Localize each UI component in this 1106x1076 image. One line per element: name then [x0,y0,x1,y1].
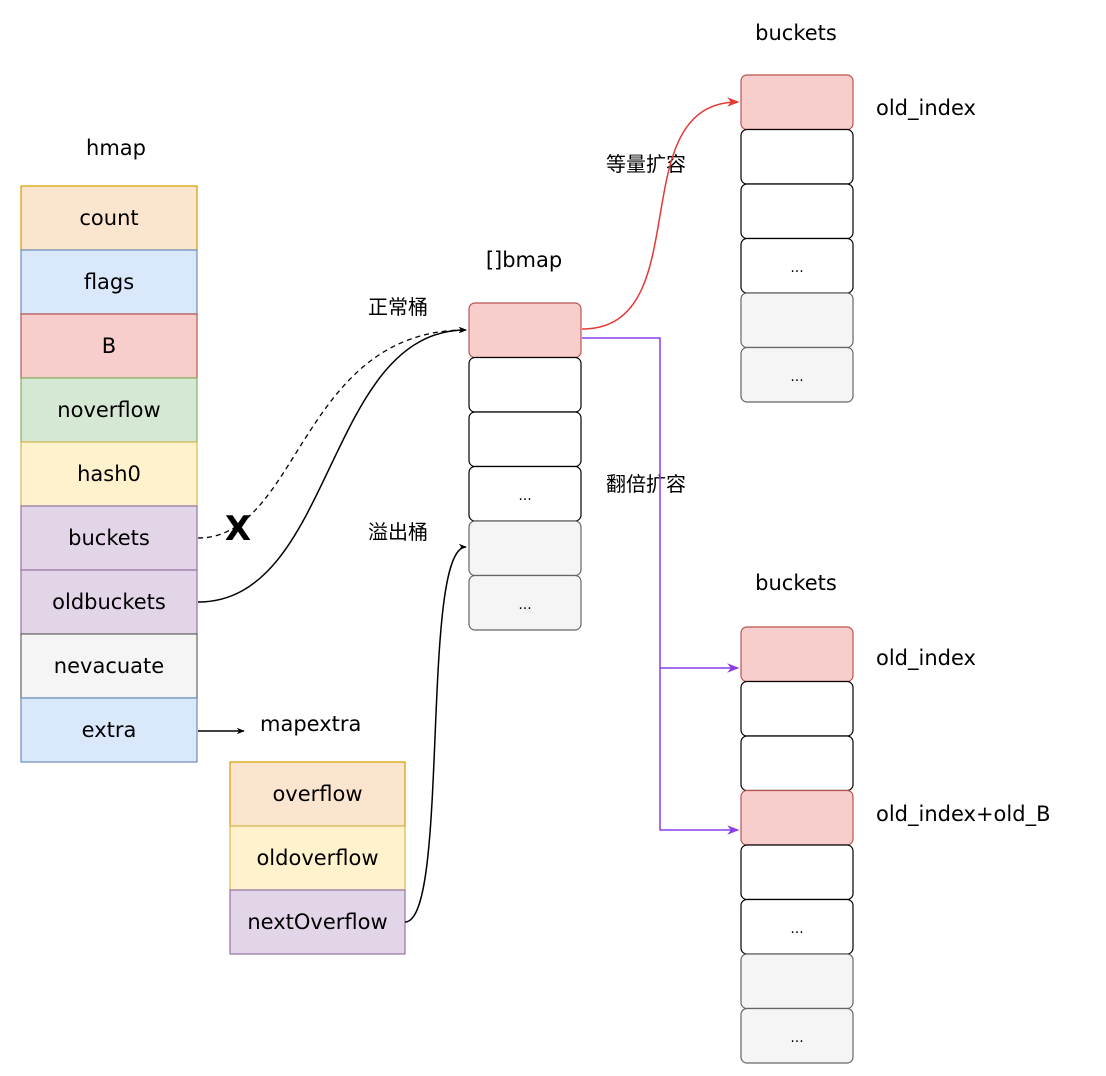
mapextra-field-oldoverflow-label: oldoverflow [256,846,378,870]
buckets-bottom-cell-1 [740,680,854,737]
bmap-cell-2 [468,411,582,468]
buckets-top-annotation-old-index: old_index [876,96,976,121]
hmap-field-noverflow-label: noverflow [57,398,160,422]
overflow-bucket-label: 溢出桶 [368,520,428,544]
buckets-bottom-cell-2 [740,735,854,792]
bmap-cell-5-label: ... [518,597,531,613]
mapextra-field-oldoverflow-box [229,825,406,891]
bmap-cell-3-label: ... [518,488,531,504]
mapextra-title: mapextra [260,712,361,736]
hmap-field-nevacuate-box [20,633,198,699]
same-size-grow-label: 等量扩容 [606,152,686,176]
buckets-bottom-annotation-old-index-plus-old-b: old_index+old_B [876,802,1050,827]
hmap-field-nevacuate-label: nevacuate [54,654,164,678]
buckets-to-bmap-dashed-arrow [197,326,467,539]
same-size-grow-arrow [581,97,740,330]
hmap-field-flags-label: flags [84,270,134,294]
bmap-title: []bmap [486,248,562,272]
buckets-top-cell-1 [740,128,854,185]
hmap-field-extra-label: extra [82,718,137,742]
mapextra-field-overflow-label: overflow [272,782,362,806]
buckets-bottom-array: ...... [740,626,854,1064]
bmap-cell-1 [468,356,582,413]
buckets-top-cell-2 [740,183,854,240]
hmap-field-b-box [20,313,198,379]
hmap-title: hmap [86,136,146,160]
buckets-bottom-annotation-old-index: old_index [876,646,976,671]
buckets-bottom-cell-3 [740,789,854,846]
hmap-field-flags-box [20,249,198,315]
hmap-field-extra-box [20,697,198,763]
hmap-field-noverflow-box [20,377,198,443]
double-grow-arrow-to-old-index [582,337,740,673]
bmap-cell-0 [468,302,582,359]
normal-bucket-label: 正常桶 [368,295,428,319]
buckets-top-cell-0 [740,74,854,131]
buckets-top-array: ...... [740,74,854,403]
buckets-bottom-cell-0 [740,626,854,683]
hmap-field-count-label: count [79,206,138,230]
double-grow-label: 翻倍扩容 [606,472,686,496]
buckets-top-cell-5 [740,346,854,403]
hmap-field-b-label: B [102,334,116,358]
buckets-top-cell-5-label: ... [790,369,803,385]
bmap-array: ...... [468,302,582,631]
mapextra-field-nextoverflow-box [229,889,406,955]
buckets-top-cell-4 [740,292,854,349]
hmap-field-buckets-label: buckets [68,526,150,550]
deleted-link-mark: X [225,509,251,549]
hmap-field-buckets-box [20,505,198,571]
bmap-cell-5 [468,574,582,631]
oldbuckets-to-bmap-arrow [197,326,467,603]
buckets-top-title: buckets [755,21,837,45]
mapextra-field-nextoverflow-label: nextOverflow [247,910,387,934]
buckets-bottom-cell-7-label: ... [790,1030,803,1046]
mapextra-field-overflow-box [229,761,406,827]
bmap-cell-4 [468,520,582,577]
buckets-top-cell-3-label: ... [790,260,803,276]
hmap-field-hash0-box [20,441,198,507]
buckets-bottom-cell-6 [740,953,854,1010]
buckets-bottom-title: buckets [755,571,837,595]
buckets-bottom-cell-5-label: ... [790,921,803,937]
hmap-field-hash0-label: hash0 [77,462,141,486]
buckets-bottom-cell-7 [740,1007,854,1064]
next-overflow-to-overflow-bucket-arrow [404,543,467,923]
double-grow-arrow-to-old-index-plus-old-b [659,668,740,835]
hmap-field-oldbuckets-label: oldbuckets [52,590,166,614]
mapextra-struct: overflow oldoverflow nextOverflow [229,761,406,955]
hmap-field-count-box [20,185,198,251]
buckets-bottom-cell-4 [740,844,854,901]
